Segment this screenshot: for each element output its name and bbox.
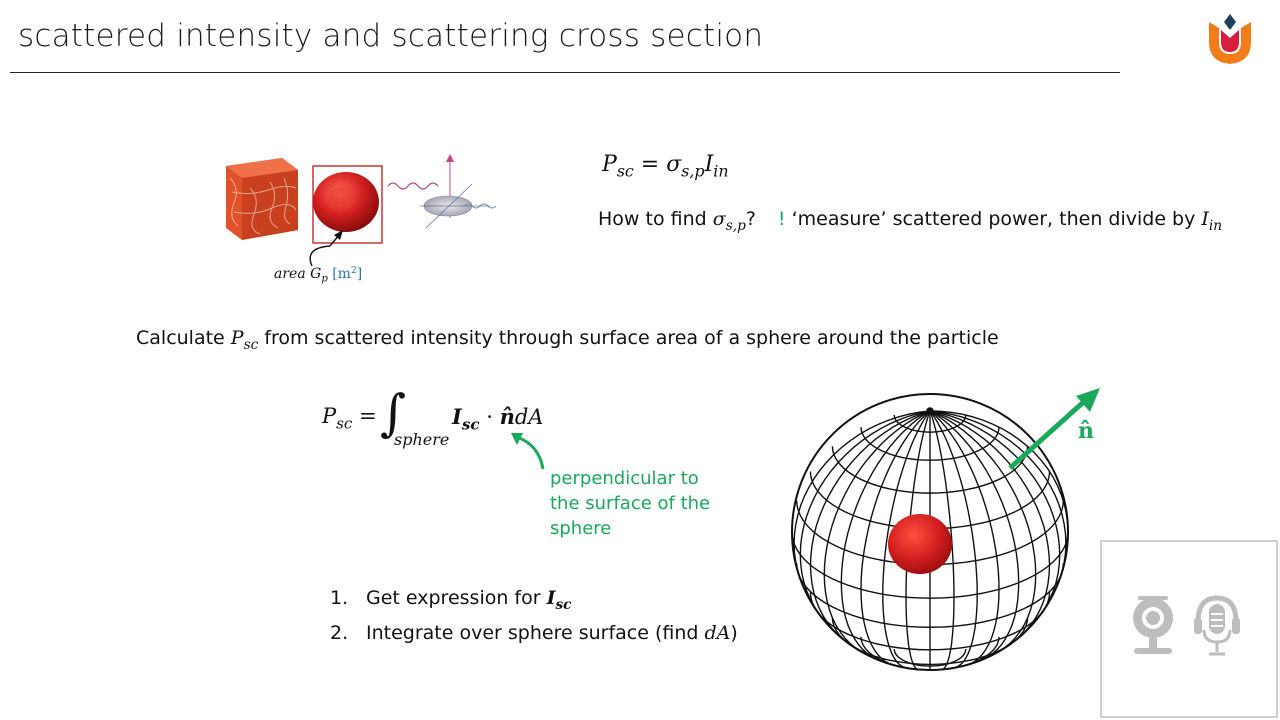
- list-item: 1. Get expression for Isc: [330, 584, 738, 619]
- particle-red-blood-cell: [888, 514, 952, 574]
- calculate-p-sub: sc: [243, 336, 259, 353]
- question-answer: ‘measure’ scattered power, then divide b…: [785, 208, 1202, 230]
- area-label-sub: p: [321, 273, 328, 285]
- answer-intensity: I: [1201, 208, 1209, 230]
- page-title: scattered intensity and scattering cross…: [18, 18, 764, 54]
- particle-scattering-sketch: [387, 154, 497, 229]
- calculate-p: P: [230, 327, 244, 349]
- calculate-suffix: from scattered intensity through surface…: [258, 327, 999, 349]
- integrand-normal: n̂: [499, 404, 515, 429]
- tissue-block-image: [226, 158, 298, 240]
- step-number: 2.: [330, 621, 349, 644]
- normal-vector-arrow: [1008, 396, 1090, 470]
- question-mark: ?: [745, 208, 756, 230]
- integral-domain: sphere: [394, 430, 450, 449]
- steps-list: 1. Get expression for Isc 2. Integrate o…: [330, 584, 738, 647]
- integrand-intensity-sub: sc: [461, 415, 480, 434]
- step-math-sub: sc: [555, 596, 572, 613]
- area-units-close: ]: [356, 266, 363, 282]
- formula-psc: P: [602, 152, 617, 177]
- scattering-illustration: [226, 154, 497, 267]
- integrand-dot: ·: [479, 405, 500, 429]
- formula-equals: =: [633, 152, 667, 177]
- normal-vector-label: n̂: [1078, 418, 1094, 444]
- microphone-headset-icon[interactable]: [1192, 592, 1242, 658]
- formula-psc-sub: sc: [616, 161, 634, 181]
- exclamation-mark: !: [777, 208, 786, 230]
- integral-equals: =: [352, 404, 377, 428]
- integral-sign: ∫: [380, 384, 407, 442]
- question-line: How to find σs,p?! ‘measure’ scattered p…: [598, 208, 1222, 234]
- perpendicular-annotation: perpendicular to the surface of the sphe…: [550, 468, 711, 539]
- university-logo: [1209, 14, 1251, 64]
- title-divider: [10, 72, 1120, 73]
- area-pointer-arrow: [309, 233, 341, 267]
- area-units-open: [m: [327, 266, 351, 282]
- question-sigma-sub: s,p: [725, 217, 746, 234]
- rbc-highlight-box: [312, 165, 383, 244]
- area-units-exp: 2: [350, 266, 357, 276]
- integral-p: P: [322, 404, 337, 428]
- media-controls-panel: [1100, 540, 1278, 718]
- formula-sigma: σ: [666, 152, 682, 177]
- formula-sigma-sub: s,p: [681, 161, 705, 181]
- integrand-intensity: I: [452, 404, 462, 429]
- area-label: area Gp [m2]: [274, 266, 362, 285]
- webcam-icon[interactable]: [1130, 594, 1176, 658]
- step-math: dA: [704, 621, 731, 644]
- annotation-arrow: [511, 433, 545, 470]
- step-text: Get expression for: [366, 587, 547, 609]
- calculate-statement: Calculate Psc from scattered intensity t…: [136, 327, 999, 353]
- formula-intensity-sub: in: [713, 161, 729, 181]
- question-sigma: σ: [712, 208, 726, 230]
- formula-intensity: I: [704, 152, 714, 177]
- step-tail: ): [730, 621, 738, 644]
- step-math: I: [546, 587, 556, 609]
- sphere-diagram: n̂: [791, 388, 1100, 671]
- integrand-da: dA: [514, 405, 544, 429]
- step-text: Integrate over sphere surface (find: [366, 621, 705, 644]
- integral-p-sub: sc: [336, 414, 353, 433]
- sphere-wireframe: [791, 393, 1069, 671]
- list-item: 2. Integrate over sphere surface (find d…: [330, 619, 738, 647]
- cross-section-formula: Psc = σs,pIin: [602, 152, 729, 181]
- step-number: 1.: [330, 587, 349, 609]
- integral-formula: Psc = ∫ sphere Isc · n̂dA: [322, 384, 582, 460]
- question-prefix: How to find: [598, 208, 713, 230]
- answer-intensity-sub: in: [1208, 217, 1223, 234]
- area-label-text: area G: [274, 266, 322, 282]
- calculate-prefix: Calculate: [136, 327, 231, 349]
